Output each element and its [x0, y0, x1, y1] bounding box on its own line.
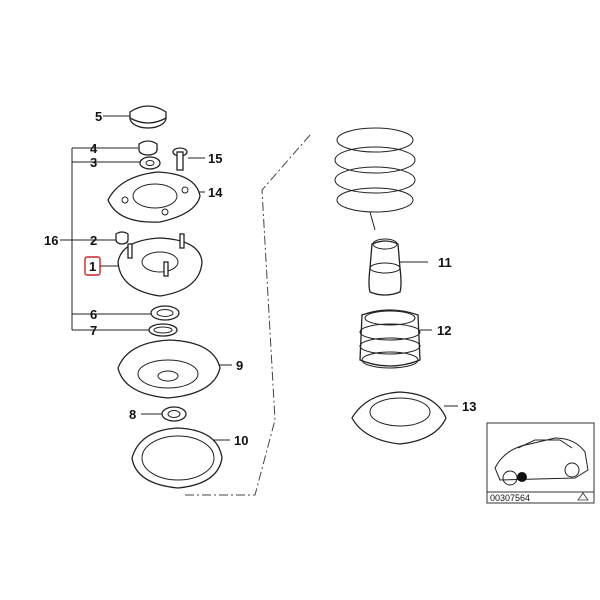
part-8-ring[interactable]	[141, 406, 187, 422]
callout-7[interactable]: 7	[90, 323, 97, 338]
callout-10[interactable]: 10	[234, 433, 248, 448]
part-2-nut[interactable]	[115, 231, 129, 245]
part-15-bolt[interactable]	[172, 147, 205, 171]
triangle-icon	[577, 492, 589, 501]
callout-3[interactable]: 3	[90, 155, 97, 170]
part-4-nut[interactable]	[138, 140, 158, 156]
callout-14[interactable]: 14	[208, 185, 223, 200]
location-marker-icon	[517, 472, 527, 482]
callout-15[interactable]: 15	[208, 151, 222, 166]
part-13-spring-seat[interactable]	[351, 391, 458, 445]
callout-5[interactable]: 5	[95, 109, 102, 124]
callout-4[interactable]: 4	[90, 141, 98, 156]
part-11-bump-stop[interactable]	[368, 238, 428, 296]
separator-line	[185, 134, 311, 496]
part-5-cap[interactable]	[103, 105, 167, 129]
part-3-washer[interactable]	[139, 156, 161, 170]
callout-13[interactable]: 13	[462, 399, 476, 414]
callout-1[interactable]: 1	[89, 259, 96, 274]
part-1-strut-mount[interactable]	[117, 233, 203, 297]
part-6-ring[interactable]	[150, 305, 180, 321]
callout-2[interactable]: 2	[90, 233, 97, 248]
inset-part-number: 00307564	[490, 493, 530, 503]
callout-9[interactable]: 9	[236, 358, 243, 373]
coil-spring	[334, 127, 416, 231]
part-7-washer[interactable]	[148, 323, 178, 337]
part-12-dust-boot[interactable]	[359, 309, 432, 369]
part-14-plate[interactable]	[107, 171, 205, 223]
callout-8[interactable]: 8	[129, 407, 136, 422]
callout-12[interactable]: 12	[437, 323, 451, 338]
group-bracket-16	[60, 147, 153, 331]
part-10-lower-pad[interactable]	[131, 427, 230, 489]
callout-6[interactable]: 6	[90, 307, 97, 322]
inset-car-thumbnail: 00307564	[486, 422, 595, 504]
callout-16[interactable]: 16	[44, 233, 58, 248]
part-9-spring-pad[interactable]	[117, 339, 232, 399]
callout-1-highlight	[84, 256, 101, 276]
callout-11[interactable]: 11	[438, 255, 452, 270]
